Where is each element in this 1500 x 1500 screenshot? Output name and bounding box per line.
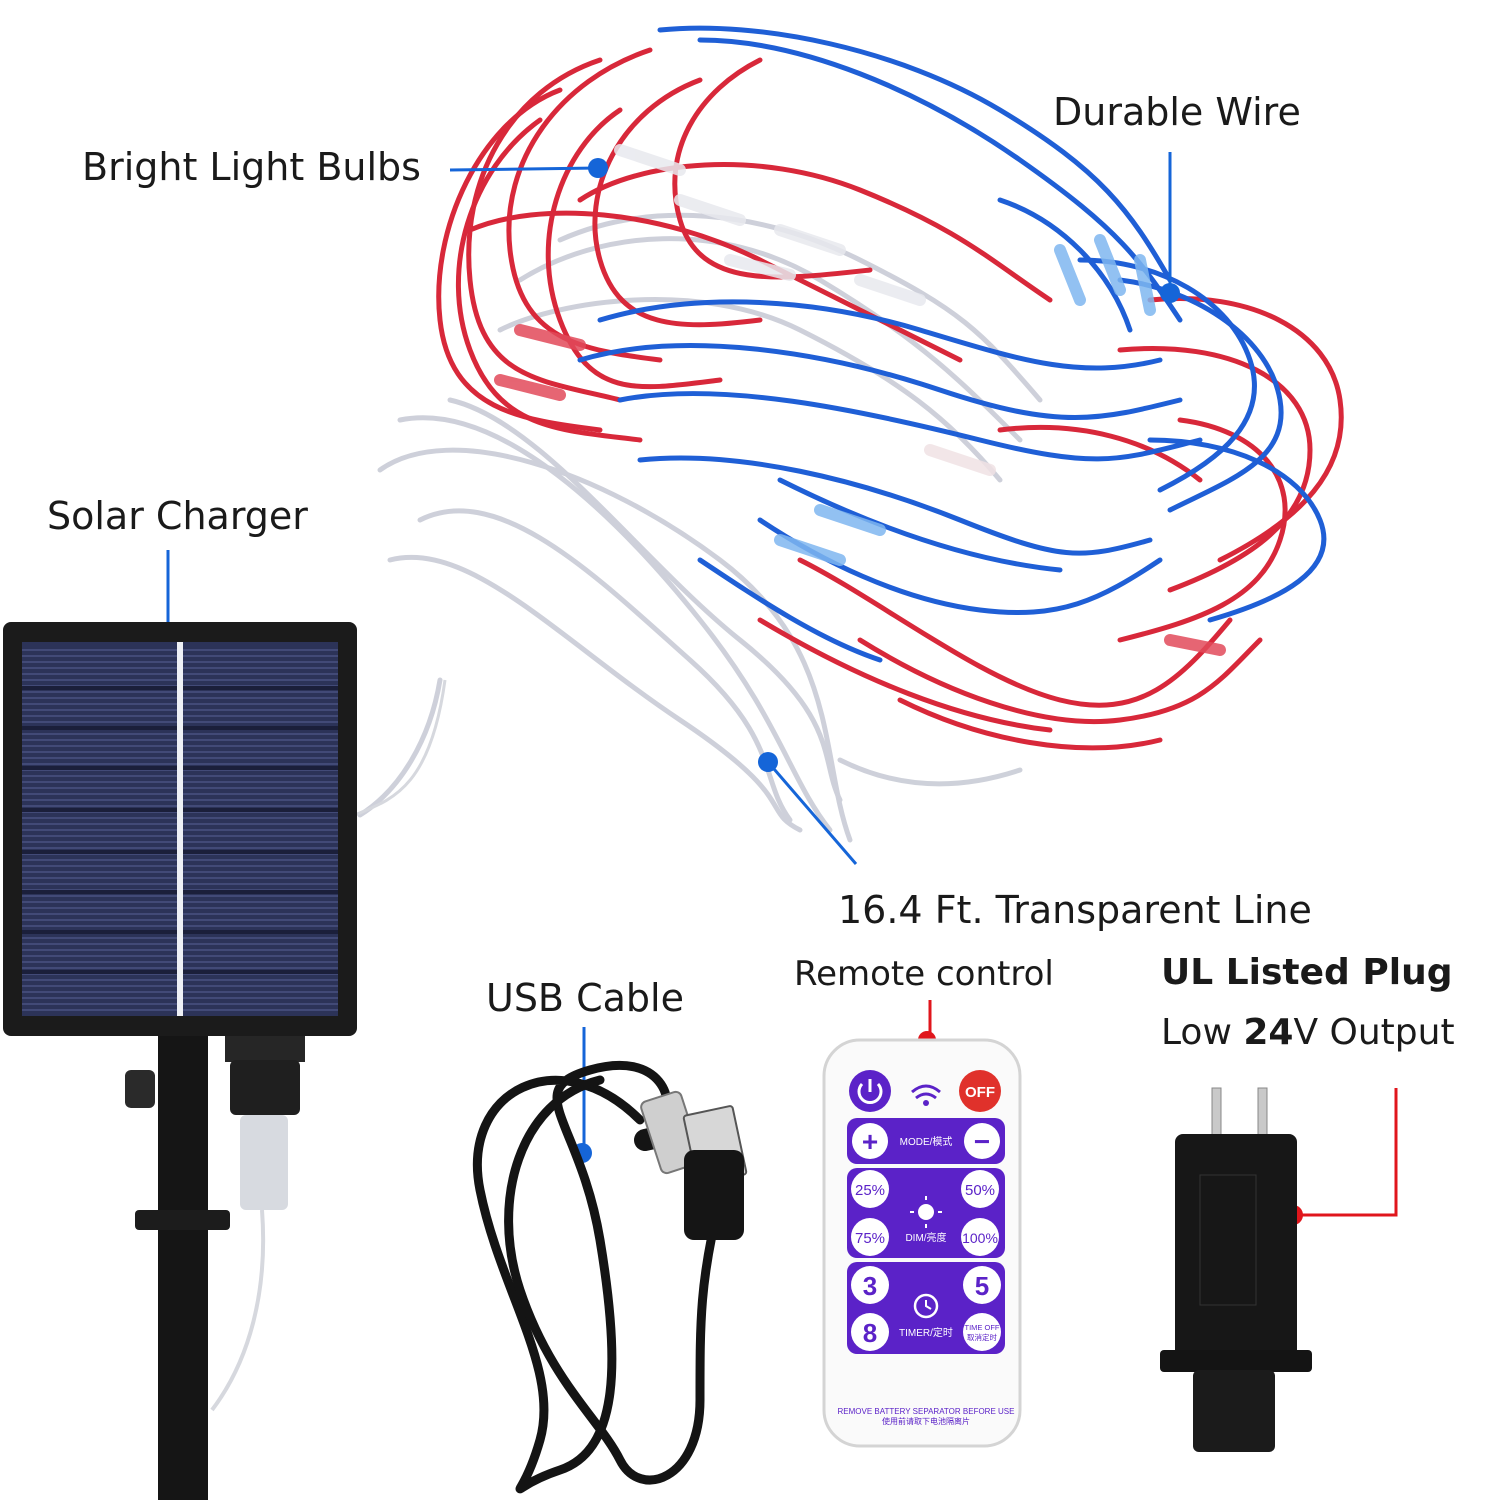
- light-net: [357, 25, 1344, 843]
- plug-output-prefix: Low: [1161, 1012, 1244, 1053]
- remote-time-off: TIME OFF: [965, 1323, 1000, 1332]
- remote-time-off-cn: 取消定时: [967, 1332, 997, 1342]
- remote-50: 50%: [965, 1182, 995, 1199]
- remote-75: 75%: [855, 1230, 885, 1247]
- power-adapter: [1160, 1087, 1312, 1452]
- solar-panel: [3, 622, 447, 1500]
- remote-control: OFF MODE/模式 + − 25% 50% 75% 100% DIM/亮度 …: [822, 1038, 1022, 1448]
- remote-dim-label: DIM/亮度: [905, 1231, 946, 1244]
- usb-cable-label: USB Cable: [486, 976, 684, 1020]
- remote-off-label: OFF: [965, 1084, 995, 1101]
- plug-output-label: Low 24V Output: [1161, 1012, 1455, 1053]
- usb-cable: [473, 1060, 748, 1494]
- remote-timer-5: 5: [975, 1271, 989, 1301]
- remote-timer-8: 8: [863, 1318, 877, 1348]
- remote-footer-en: REMOVE BATTERY SEPARATOR BEFORE USE: [838, 1407, 1015, 1416]
- remote-minus: −: [974, 1126, 990, 1157]
- remote-control-label: Remote control: [794, 954, 1054, 994]
- remote-mode-label: MODE/模式: [900, 1135, 953, 1148]
- remote-25: 25%: [855, 1182, 885, 1199]
- remote-timer-3: 3: [863, 1271, 877, 1301]
- solar-charger-label: Solar Charger: [47, 494, 308, 538]
- remote-timer-label: TIMER/定时: [899, 1326, 953, 1339]
- plug-output-voltage: 24: [1243, 1012, 1294, 1053]
- remote-plus: +: [862, 1126, 878, 1157]
- transparent-line-label: 16.4 Ft. Transparent Line: [838, 888, 1312, 932]
- durable-wire-label: Durable Wire: [1053, 90, 1301, 134]
- bulbs-label: Bright Light Bulbs: [82, 145, 421, 189]
- remote-footer-cn: 使用前请取下电池隔离片: [882, 1416, 970, 1426]
- plug-output-suffix: V Output: [1293, 1012, 1455, 1053]
- remote-100: 100%: [962, 1230, 998, 1246]
- ul-plug-label: UL Listed Plug: [1161, 952, 1453, 993]
